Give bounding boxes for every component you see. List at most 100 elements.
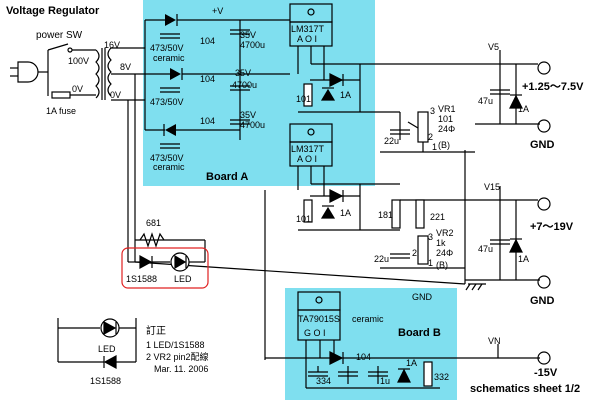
transformer-icon bbox=[95, 47, 112, 100]
cap-104-b: 104 bbox=[356, 352, 371, 362]
tap-100v: 100V bbox=[68, 56, 89, 66]
vr2-pin2: 2 bbox=[412, 248, 417, 258]
fuse-icon bbox=[47, 72, 96, 99]
ceramic-word-b: ceramic bbox=[352, 314, 384, 324]
regulator-2-icon bbox=[289, 123, 333, 190]
cap-104-3: 104 bbox=[200, 116, 215, 126]
regulator-1-icon bbox=[289, 3, 333, 74]
cap-35v-1: 35V bbox=[240, 30, 256, 40]
cap-4700-1: 4700u bbox=[240, 40, 265, 50]
cap-22u-1: 22u bbox=[384, 136, 399, 146]
correction-line-2: 2 VR2 pin2配線 bbox=[146, 351, 209, 362]
plus-v-label: +V bbox=[212, 6, 223, 16]
filter-caps bbox=[230, 19, 290, 140]
gnd-mid-label: GND bbox=[412, 292, 433, 302]
board-b-circuit bbox=[265, 351, 540, 389]
cap-104-1: 104 bbox=[200, 36, 215, 46]
vr1-size: 24Φ bbox=[438, 124, 455, 134]
vr2-type: (B) bbox=[436, 260, 448, 270]
rectifier-diode-2 bbox=[170, 68, 240, 80]
vr2-name: VR2 bbox=[436, 228, 454, 238]
res-101-2: 101 bbox=[296, 214, 311, 224]
output-1-terminal bbox=[537, 61, 551, 75]
led-label: LED bbox=[174, 274, 192, 284]
diode-1s1588-label: 1S1588 bbox=[126, 274, 157, 284]
reg-1-pins: A O I bbox=[297, 34, 317, 44]
cap-104-2: 104 bbox=[200, 74, 215, 84]
plug-icon bbox=[10, 61, 48, 83]
vr1-name: VR1 bbox=[438, 104, 456, 114]
vr1-value: 101 bbox=[438, 114, 453, 124]
output-1-circuit bbox=[475, 50, 540, 125]
cap-22u-2: 22u bbox=[374, 254, 389, 264]
power-sw-label: power SW bbox=[36, 30, 83, 41]
correction-led-diagram bbox=[57, 318, 137, 370]
tap-16v: 16V bbox=[104, 40, 120, 50]
diode-1a-b: 1A bbox=[406, 358, 417, 368]
vr2-size: 24Φ bbox=[436, 248, 453, 258]
res-332: 332 bbox=[434, 372, 449, 382]
v15-label: V15 bbox=[484, 182, 500, 192]
ceramic-caps bbox=[160, 33, 180, 149]
cap-47u-1: 47u bbox=[478, 96, 493, 106]
cap-35v-3: 35V bbox=[240, 110, 256, 120]
vn-label: VN bbox=[488, 336, 501, 346]
output-1-voltage: +1.25～7.5V bbox=[522, 81, 584, 93]
sheet-label: schematics sheet 1/2 bbox=[470, 383, 580, 395]
diode-1a-out1: 1A bbox=[518, 104, 529, 114]
tap-0v-primary: 0V bbox=[72, 84, 83, 94]
vr1-circuit bbox=[380, 111, 475, 153]
gnd-2-terminal bbox=[537, 275, 551, 289]
secondary-wires bbox=[111, 19, 170, 262]
rectifier-diode-3 bbox=[163, 124, 240, 136]
reg-1-output-circuit bbox=[298, 63, 500, 113]
v5-label: V5 bbox=[488, 42, 499, 52]
res-221: 221 bbox=[430, 212, 445, 222]
title-text: Voltage Regulator bbox=[6, 5, 100, 17]
diode-1a-1: 1A bbox=[340, 90, 351, 100]
gnd-1-terminal bbox=[537, 119, 551, 133]
cap-334: 334 bbox=[316, 376, 331, 386]
reg-2-output-circuit bbox=[134, 150, 500, 360]
res-101-1: 101 bbox=[296, 94, 311, 104]
reg-2-pins: A O I bbox=[297, 154, 317, 164]
reg-3-name: TA79015S bbox=[298, 314, 340, 324]
output-2-voltage: +7～19V bbox=[530, 221, 574, 233]
ceramic-cap-value-1: 473/50V bbox=[150, 43, 184, 53]
tap-8v: 8V bbox=[120, 62, 131, 72]
power-switch-icon bbox=[47, 43, 96, 72]
reg-2-name: LM317T bbox=[291, 144, 325, 154]
cap-4700-2: 4700u bbox=[232, 80, 257, 90]
reg-3-pins: G O I bbox=[304, 328, 326, 338]
vr2-pin3: 3 bbox=[428, 232, 433, 242]
output-3-terminal bbox=[537, 351, 551, 365]
correction-title: 訂正 bbox=[146, 324, 166, 337]
res-681: 681 bbox=[146, 218, 161, 228]
cap-4700-3: 4700u bbox=[240, 120, 265, 130]
ceramic-cap-value-3: 473/50V bbox=[150, 153, 184, 163]
ceramic-word-3: ceramic bbox=[153, 162, 185, 172]
vr2-value: 1k bbox=[436, 238, 446, 248]
vr1-pin3: 3 bbox=[430, 106, 435, 116]
output-2-terminal bbox=[537, 197, 551, 211]
board-a-area bbox=[143, 0, 375, 186]
led-circuit bbox=[127, 230, 206, 272]
correction-diode-label: 1S1588 bbox=[90, 376, 121, 386]
vr1-type: (B) bbox=[438, 140, 450, 150]
vr1-pin1: 1 bbox=[432, 142, 437, 152]
reg-1-name: LM317T bbox=[291, 24, 325, 34]
output-3-voltage: -15V bbox=[534, 367, 558, 379]
board-a-label: Board A bbox=[206, 171, 248, 183]
vr2-pin1: 1 bbox=[428, 258, 433, 268]
fuse-label: 1A fuse bbox=[46, 106, 76, 116]
cap-35v-2: 35V bbox=[235, 68, 251, 78]
correction-led-label: LED bbox=[98, 344, 116, 354]
res-181: 181 bbox=[378, 210, 393, 220]
board-b-label: Board B bbox=[398, 327, 441, 339]
diode-1a-2: 1A bbox=[340, 208, 351, 218]
vr1-pin2: 2 bbox=[428, 132, 433, 142]
cap-47u-2: 47u bbox=[478, 244, 493, 254]
cap-1u: 1u bbox=[380, 376, 390, 386]
correction-line-1: 1 LED/1S1588 bbox=[146, 340, 205, 350]
